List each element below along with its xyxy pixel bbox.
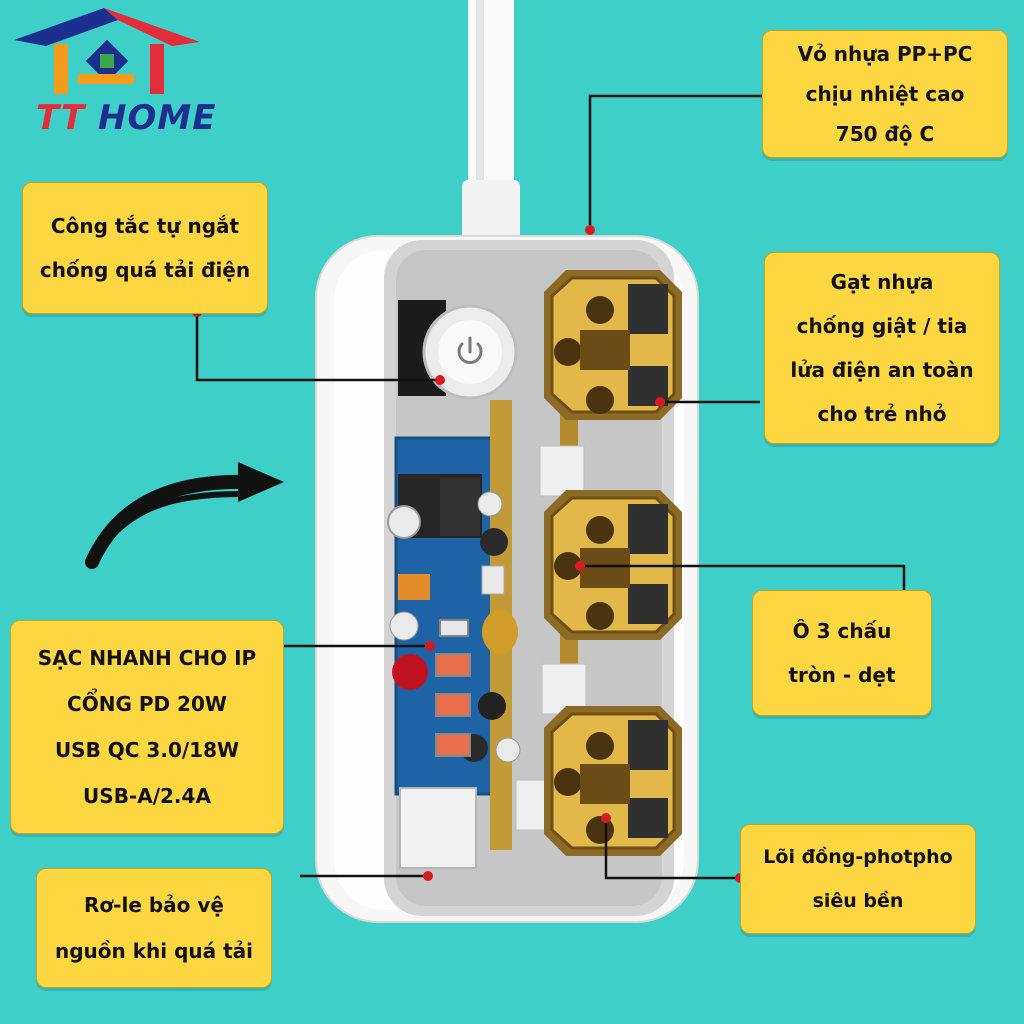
usb-line-4: USB-A/2.4A	[83, 784, 211, 808]
socket-line-2: tròn - dẹt	[788, 663, 896, 687]
usb-port-2	[435, 693, 471, 717]
relay-line-1: Rơ-le bảo vệ	[84, 893, 224, 917]
usb-line-2: CỔNG PD 20W	[67, 692, 227, 716]
callout-protection-relay: Rơ-le bảo vệ nguồn khi quá tải	[36, 868, 272, 988]
curved-arrow-icon	[85, 462, 284, 569]
brand-logo-prefix: TT	[36, 98, 86, 138]
socket-module-2	[544, 490, 682, 640]
callout-safety-shutter: Gạt nhựa chống giật / tia lửa điện an to…	[764, 252, 1000, 444]
socket-module-3	[544, 706, 682, 856]
power-icon	[457, 336, 483, 364]
shell-line-2: chịu nhiệt cao	[805, 82, 965, 106]
callout-shell-material: Vỏ nhựa PP+PC chịu nhiệt cao 750 độ C	[762, 30, 1008, 158]
core-line-1: Lõi đồng-photpho	[763, 846, 953, 868]
brand-logo-word: HOME	[98, 98, 217, 138]
switch-line-1: Công tắc tự ngắt	[50, 214, 240, 238]
callout-copper-core: Lõi đồng-photpho siêu bền	[740, 824, 976, 934]
socket-module-1	[544, 270, 682, 420]
brand-logo-mark	[14, 8, 200, 94]
switch-line-2: chống quá tải điện	[39, 258, 251, 282]
capacitor	[387, 505, 421, 539]
usb-c-port	[439, 619, 469, 637]
shutter-line-1: Gạt nhựa	[830, 270, 934, 294]
callout-fast-charging: SẠC NHANH CHO IP CỔNG PD 20W USB QC 3.0/…	[10, 620, 284, 834]
usb-port-3	[435, 733, 471, 757]
shutter-line-3: lửa điện an toàn	[790, 358, 974, 382]
shell-line-1: Vỏ nhựa PP+PC	[797, 42, 973, 66]
shell-line-3: 750 độ C	[835, 122, 935, 146]
brand-logo-text: TT HOME	[36, 98, 216, 138]
usb-line-1: SẠC NHANH CHO IP	[37, 646, 257, 670]
usb-line-3: USB QC 3.0/18W	[54, 738, 240, 762]
socket-line-1: Ô 3 chấu	[792, 619, 892, 643]
protection-relay	[399, 787, 477, 869]
usb-port-1	[435, 653, 471, 677]
capacitor-red	[392, 654, 428, 690]
callout-socket-type: Ô 3 chấu tròn - dẹt	[752, 590, 932, 716]
shutter-line-4: cho trẻ nhỏ	[817, 402, 947, 426]
relay-line-2: nguồn khi quá tải	[54, 939, 254, 963]
callout-overload-switch: Công tắc tự ngắt chống quá tải điện	[22, 182, 268, 314]
shutter-line-2: chống giật / tia	[796, 314, 968, 338]
core-line-2: siêu bền	[812, 890, 904, 912]
